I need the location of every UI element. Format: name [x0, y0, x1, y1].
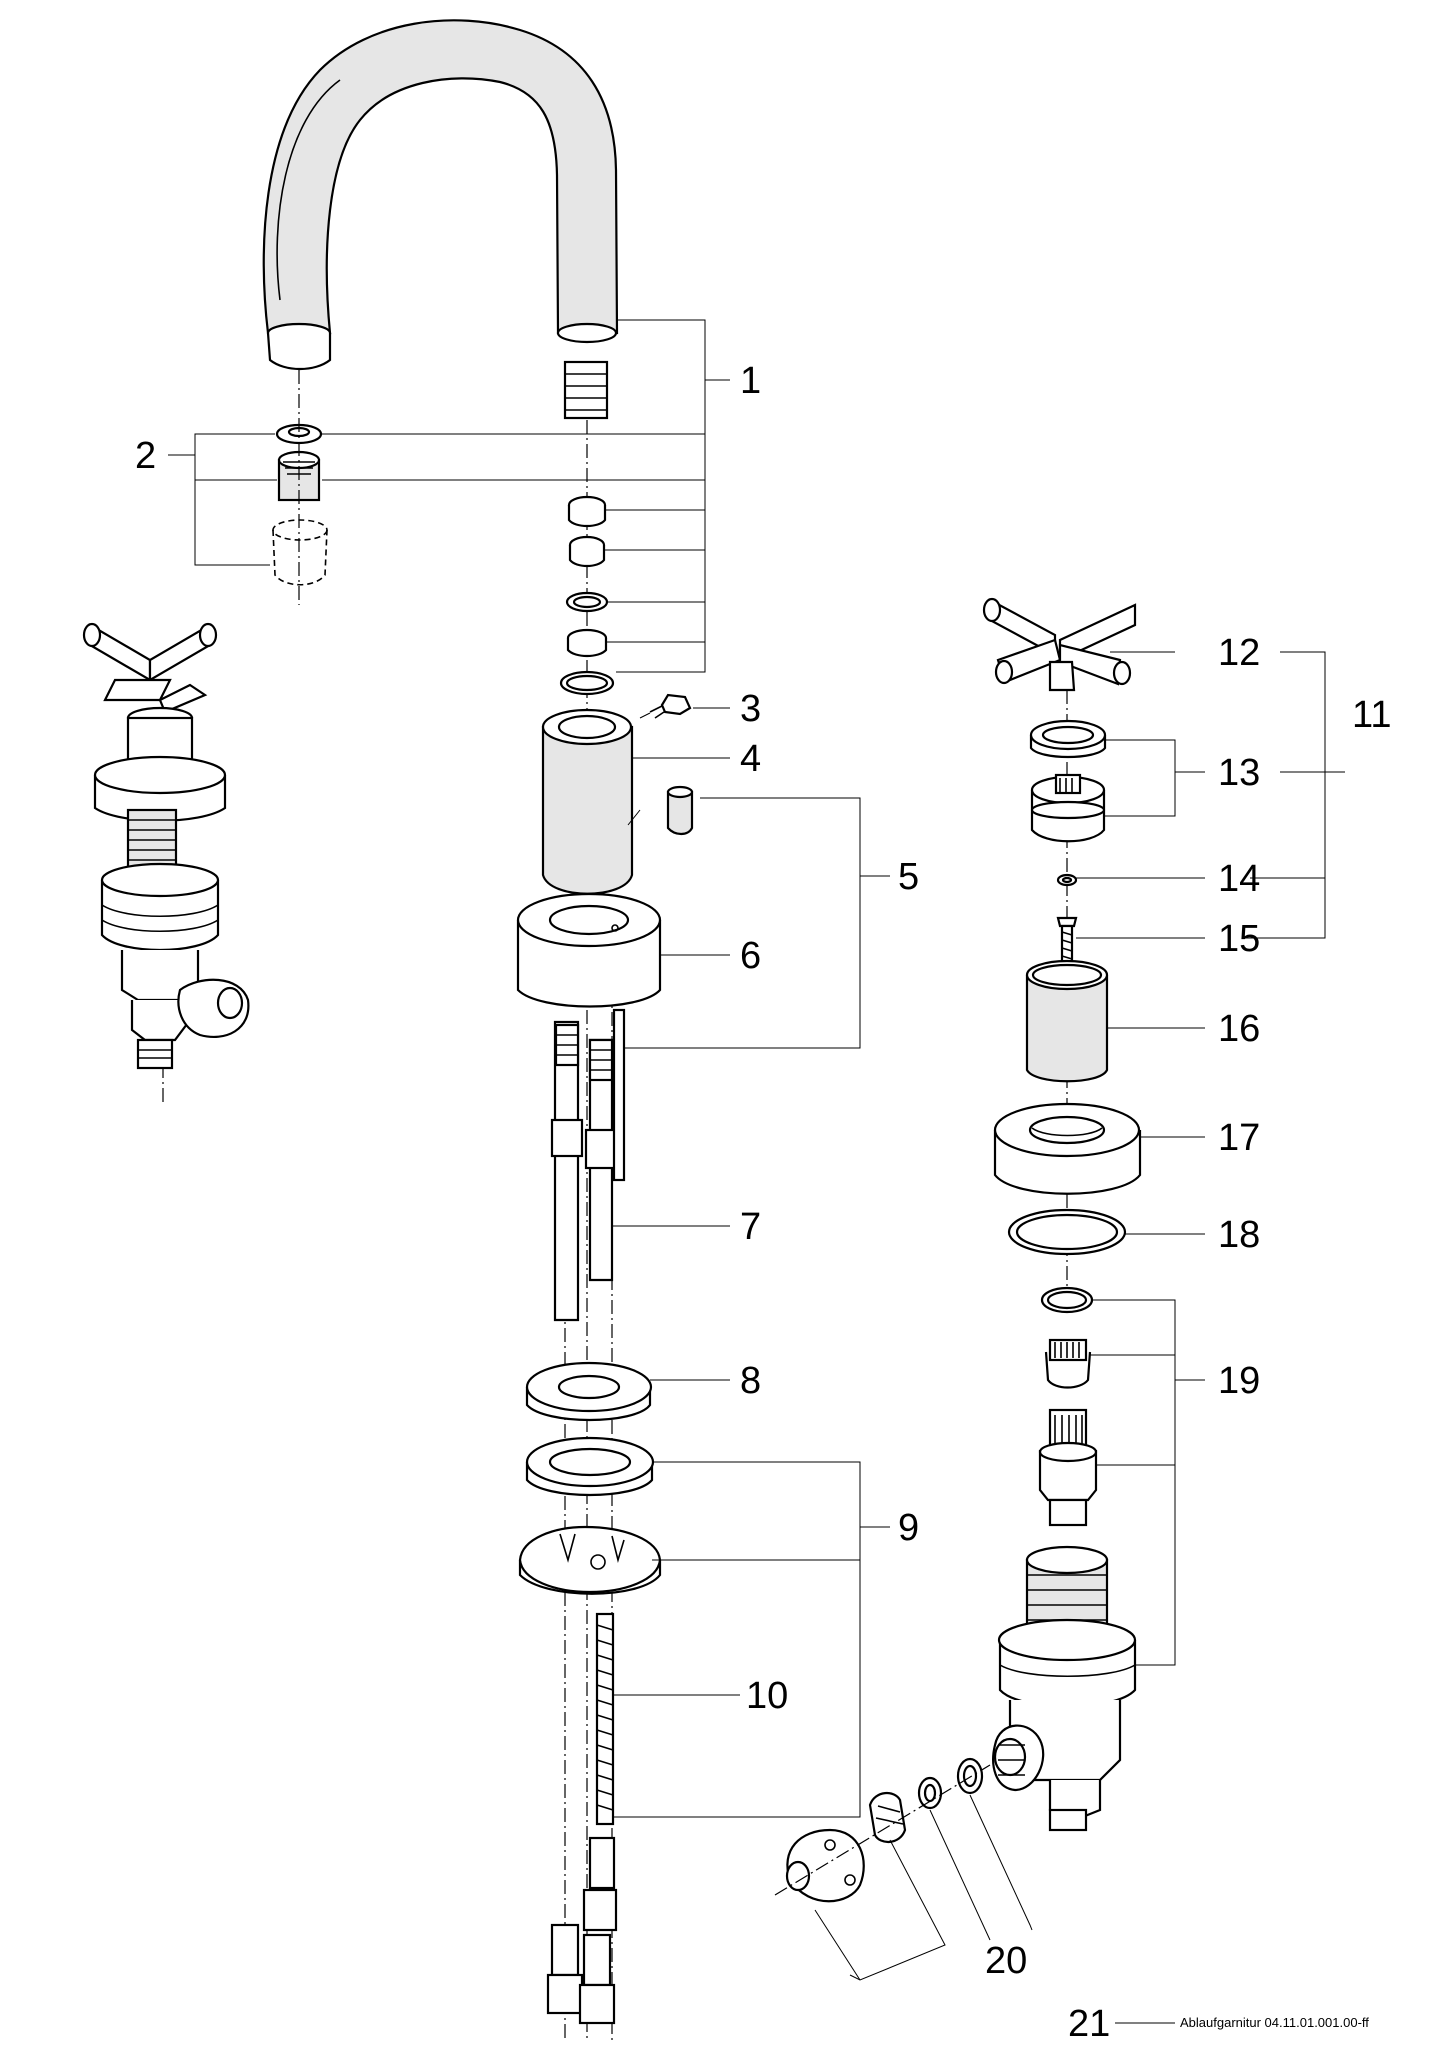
callout-9: 9	[898, 1507, 920, 1549]
fixing-set	[518, 1436, 662, 1595]
callout-4: 4	[740, 738, 762, 780]
callout-3: 3	[740, 688, 762, 730]
o-ring-18	[1007, 1208, 1127, 1256]
callout-8: 8	[740, 1360, 762, 1402]
callout-12: 12	[1218, 632, 1261, 674]
cap-and-adapter	[1029, 719, 1107, 843]
spout-rings	[559, 495, 615, 696]
washer-8	[525, 1361, 653, 1422]
union-set	[774, 1757, 991, 1903]
callout-1: 1	[740, 360, 762, 402]
supply-hoses	[550, 1008, 626, 1322]
aerator-set	[272, 423, 328, 586]
callout-18: 18	[1218, 1214, 1261, 1256]
callout-7: 7	[740, 1206, 762, 1248]
callout-6: 6	[740, 935, 762, 977]
callout-13: 13	[1218, 752, 1261, 794]
sleeve	[1025, 959, 1109, 1083]
spout-body	[541, 708, 694, 895]
circlip-and-screw	[1056, 873, 1078, 966]
grub-screw	[639, 693, 692, 719]
valve-set	[992, 1286, 1137, 1832]
callout-20: 20	[985, 1940, 1028, 1982]
callout-19: 19	[1218, 1360, 1261, 1402]
callout-14: 14	[1218, 858, 1261, 900]
callout-21: 21	[1068, 2003, 1111, 2045]
callout-10: 10	[746, 1675, 789, 1717]
leader-lines	[168, 319, 1345, 2024]
rosette	[516, 892, 662, 1008]
drain-set-note: Ablaufgarnitur 04.11.01.001.00-ff	[1180, 2015, 1369, 2030]
callout-15: 15	[1218, 918, 1261, 960]
spout	[262, 19, 619, 420]
threaded-rod	[582, 1612, 618, 1932]
right-handle	[982, 597, 1137, 692]
callout-16: 16	[1218, 1008, 1261, 1050]
callout-2: 2	[135, 435, 157, 477]
callout-5: 5	[898, 856, 920, 898]
hose-ends	[546, 1923, 616, 2025]
left-valve-assembly	[82, 622, 250, 1070]
callout-17: 17	[1218, 1117, 1261, 1159]
rosette-17	[993, 1102, 1142, 1195]
callout-11: 11	[1352, 694, 1392, 736]
